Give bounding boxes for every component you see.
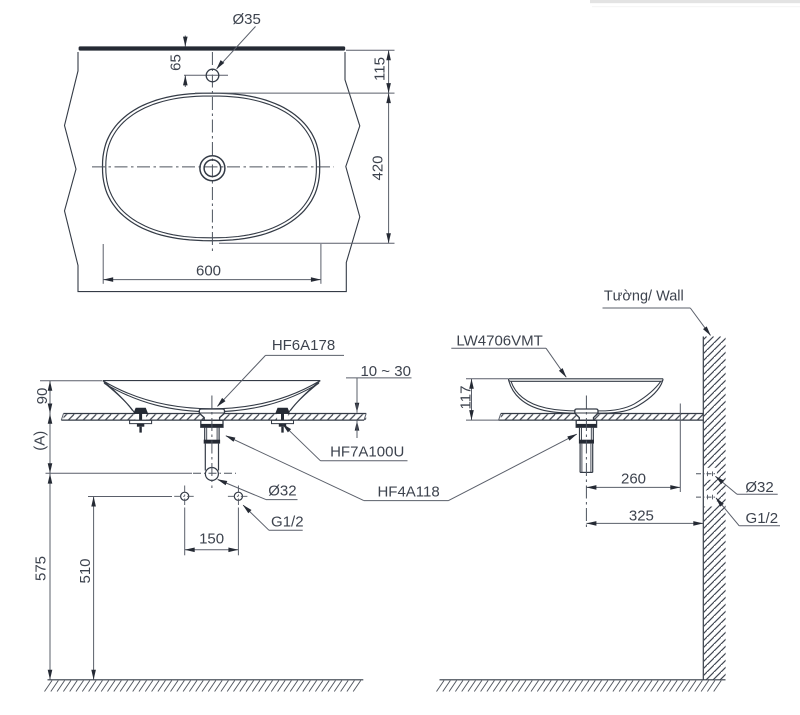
svg-text:117: 117 bbox=[457, 386, 474, 410]
svg-text:HF7A100U: HF7A100U bbox=[330, 444, 404, 461]
svg-text:575: 575 bbox=[33, 556, 50, 581]
svg-text:LW4706VMT: LW4706VMT bbox=[456, 333, 542, 350]
svg-text:Ø35: Ø35 bbox=[233, 11, 261, 28]
svg-text:Ø32: Ø32 bbox=[268, 483, 296, 500]
svg-text:(A): (A) bbox=[32, 431, 49, 451]
svg-text:150: 150 bbox=[199, 530, 224, 547]
svg-text:115: 115 bbox=[372, 57, 389, 81]
svg-text:10 ~ 30: 10 ~ 30 bbox=[360, 363, 410, 380]
svg-text:HF4A118: HF4A118 bbox=[377, 484, 439, 501]
svg-text:90: 90 bbox=[34, 388, 51, 405]
svg-text:Ø32: Ø32 bbox=[745, 479, 773, 496]
svg-text:G1/2: G1/2 bbox=[271, 513, 304, 530]
svg-text:510: 510 bbox=[77, 558, 94, 583]
svg-text:260: 260 bbox=[621, 471, 646, 488]
svg-text:600: 600 bbox=[196, 263, 221, 280]
svg-text:420: 420 bbox=[370, 155, 387, 180]
svg-text:65: 65 bbox=[168, 54, 185, 71]
svg-text:HF6A178: HF6A178 bbox=[272, 337, 335, 354]
svg-text:G1/2: G1/2 bbox=[746, 510, 779, 527]
svg-text:Tường/ Wall: Tường/ Wall bbox=[604, 288, 684, 304]
svg-text:325: 325 bbox=[629, 507, 654, 524]
